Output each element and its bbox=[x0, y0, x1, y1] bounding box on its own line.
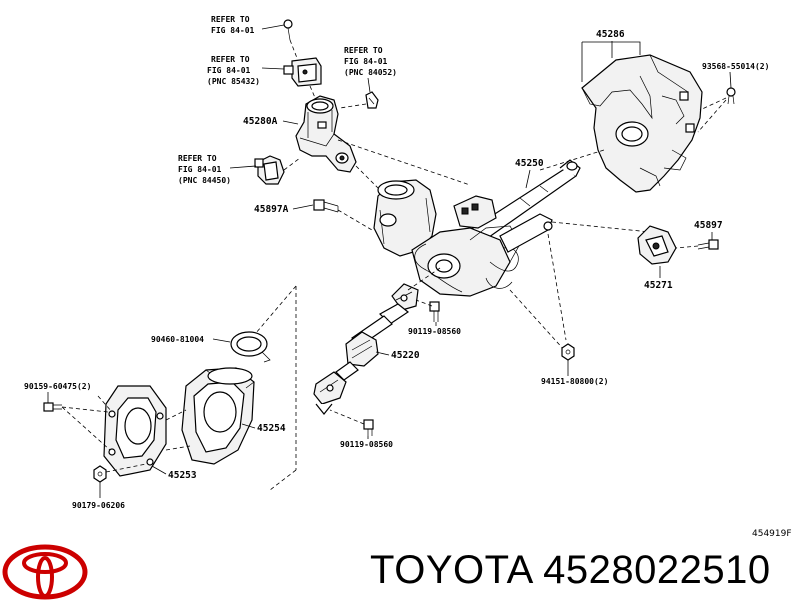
label-94151: 94151-80800(2) bbox=[541, 377, 608, 386]
label-refer-4-line2: FIG 84-01 bbox=[178, 165, 222, 174]
label-45280A: 45280A bbox=[243, 116, 278, 127]
label-45897A: 45897A bbox=[254, 204, 289, 215]
label-refer-3-line2: FIG 84-01 bbox=[344, 57, 388, 66]
label-45897: 45897 bbox=[694, 220, 723, 231]
brand-part-number: TOYOTA 4528022510 bbox=[370, 548, 771, 592]
bolt-45897A bbox=[313, 199, 339, 213]
bolt-90119-upper bbox=[429, 301, 440, 322]
switch-part-refer-2 bbox=[283, 57, 322, 87]
nut-94151 bbox=[561, 343, 575, 361]
label-45250: 45250 bbox=[515, 158, 544, 169]
label-refer-4-line1: REFER TO bbox=[178, 154, 217, 163]
ignition-housing-45280A bbox=[295, 95, 357, 173]
label-refer-4-line3: (PNC 84450) bbox=[178, 176, 231, 185]
label-90119-upper: 90119-08560 bbox=[408, 327, 461, 336]
label-refer-3-line3: (PNC 84052) bbox=[344, 68, 397, 77]
screw-93568 bbox=[726, 87, 736, 105]
label-90119-lower: 90119-08560 bbox=[340, 440, 393, 449]
label-refer-1-line1: REFER TO bbox=[211, 15, 250, 24]
steering-column-45250 bbox=[373, 159, 581, 297]
bolt-90159 bbox=[43, 402, 62, 412]
clip-refer-3 bbox=[365, 91, 379, 109]
label-refer-2-line2: FIG 84-01 bbox=[207, 66, 251, 75]
label-45286: 45286 bbox=[596, 29, 625, 40]
toyota-logo bbox=[2, 544, 88, 600]
label-90460: 90460-81004 bbox=[151, 335, 204, 344]
bolt-45897 bbox=[697, 239, 719, 250]
label-45253: 45253 bbox=[168, 470, 197, 481]
clamp-ring-90460 bbox=[230, 331, 271, 363]
label-90159: 90159-60475(2) bbox=[24, 382, 91, 391]
label-90179: 90179-06206 bbox=[72, 501, 125, 510]
label-45254: 45254 bbox=[257, 423, 286, 434]
label-refer-2-line1: REFER TO bbox=[211, 55, 250, 64]
illustration-id: 454919F bbox=[752, 529, 792, 539]
label-45271: 45271 bbox=[644, 280, 673, 291]
column-hole-cover-45254 bbox=[181, 367, 255, 465]
column-cover-45286 bbox=[581, 54, 703, 193]
bolt-90119-lower bbox=[363, 419, 374, 436]
intermediate-shaft-45220 bbox=[313, 283, 419, 415]
label-refer-3-line1: REFER TO bbox=[344, 46, 383, 55]
label-refer-1-line2: FIG 84-01 bbox=[211, 26, 255, 35]
label-45220: 45220 bbox=[391, 350, 420, 361]
hole-cover-plate-45253 bbox=[103, 385, 167, 477]
screw-refer-1 bbox=[283, 19, 298, 59]
label-refer-2-line3: (PNC 85432) bbox=[207, 77, 260, 86]
switch-refer-4 bbox=[254, 155, 285, 185]
nut-90179 bbox=[93, 465, 107, 483]
bracket-45271 bbox=[637, 225, 677, 265]
label-93568: 93568-55014(2) bbox=[702, 62, 769, 71]
